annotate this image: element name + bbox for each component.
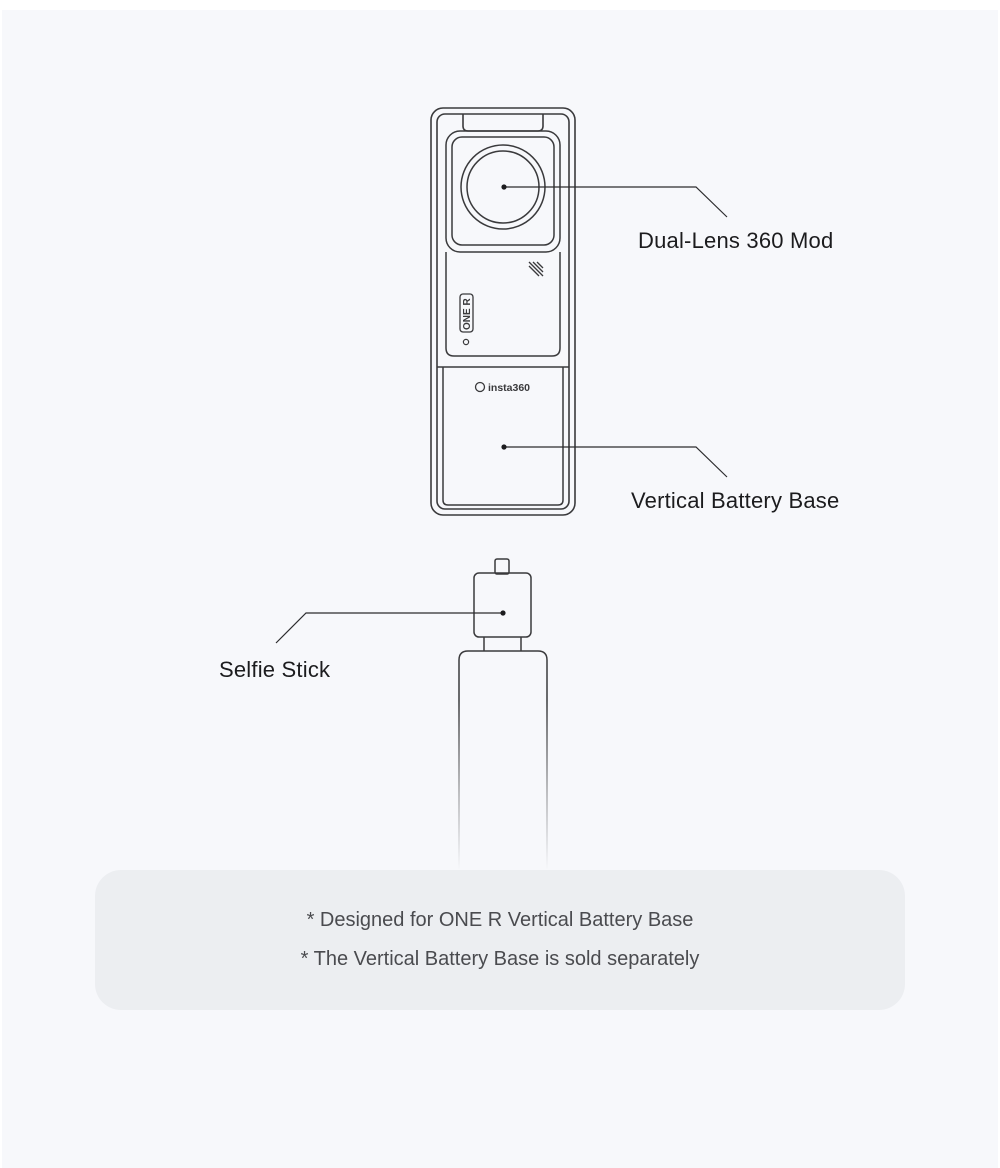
stick-screw-tip	[494, 558, 510, 575]
note-sold-separately: * The Vertical Battery Base is sold sepa…	[300, 948, 700, 970]
camera-outer-shell	[430, 107, 576, 516]
status-led	[462, 338, 470, 346]
dot-selfie-stick	[500, 610, 506, 616]
brand-logo-text: insta360	[488, 382, 530, 394]
insta360-logo-icon	[474, 381, 486, 393]
dual-lens-mod	[445, 130, 561, 253]
leader-selfie-stick	[275, 612, 503, 644]
dot-battery-base	[501, 444, 507, 450]
leader-dual-lens	[504, 186, 728, 218]
touch-marker-icon	[528, 261, 544, 277]
camera-top-notch	[462, 114, 544, 132]
core-module-outline	[445, 252, 561, 357]
battery-base	[437, 366, 569, 506]
callout-selfie-stick: Selfie Stick	[219, 657, 331, 682]
core-module	[445, 252, 561, 357]
lens-module-housing	[445, 130, 561, 253]
callout-vertical-battery-base: Vertical Battery Base	[631, 488, 840, 513]
leader-battery-base	[504, 446, 728, 478]
notes-box: * Designed for ONE R Vertical Battery Ba…	[95, 870, 905, 1010]
leader-dots	[500, 184, 507, 616]
lens-module-inner	[451, 136, 555, 246]
selfie-stick	[458, 558, 548, 870]
dot-dual-lens	[501, 184, 507, 190]
stick-mount-head	[473, 572, 532, 638]
product-diagram: ONE R insta360	[275, 107, 728, 870]
model-badge	[459, 293, 474, 333]
camera-inner-frame	[436, 113, 570, 510]
battery-base-panel	[442, 367, 564, 506]
callout-dual-lens-mod: Dual-Lens 360 Mod	[638, 228, 834, 253]
stick-fade-overlay	[440, 700, 570, 870]
note-designed-for: * Designed for ONE R Vertical Battery Ba…	[306, 909, 694, 931]
model-badge-text: ONE R	[462, 298, 473, 330]
leader-lines	[275, 186, 728, 644]
stick-body	[458, 650, 548, 870]
